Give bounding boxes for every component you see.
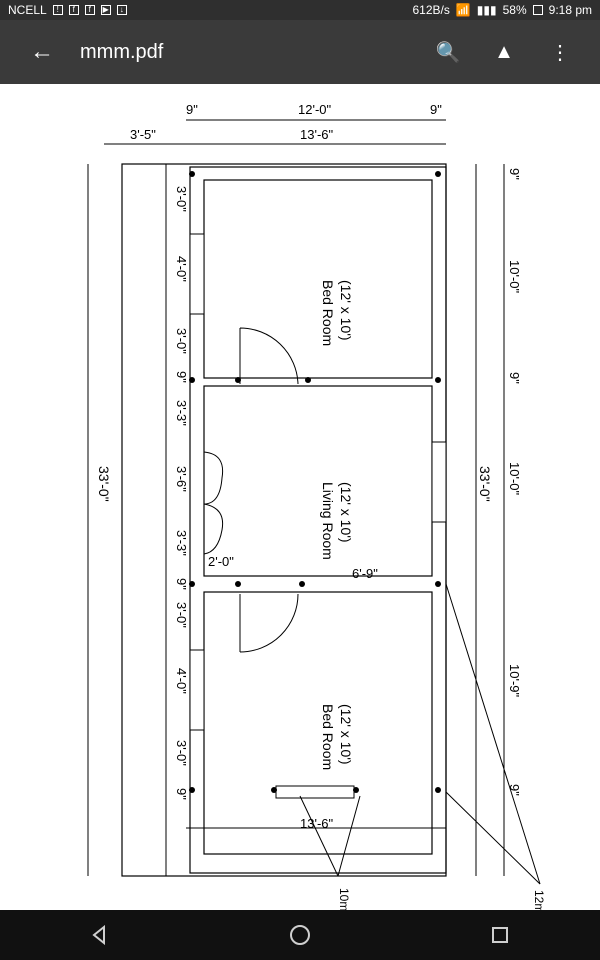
drive-add-icon[interactable]: ▲ — [494, 40, 514, 63]
room-name-top: Bed Room — [320, 280, 336, 346]
app-actions: 🔍 ▲ ⋮ — [434, 38, 574, 66]
window-left-top — [189, 233, 205, 315]
dim-top-left: 9" — [186, 102, 198, 117]
dim-bottom: 13'-6" — [300, 816, 334, 831]
door-top — [239, 327, 299, 385]
facebook-icon: f — [68, 5, 79, 15]
pdf-page: 9" 12'-0" 9" 13'-6" 3'-5" (12' x 10') Be… — [0, 84, 600, 923]
svg-text:9": 9" — [174, 371, 189, 383]
wifi-icon: 📶 — [455, 3, 471, 17]
note-12mm: 12mm — [532, 890, 546, 910]
net-speed: 612B/s — [412, 3, 450, 17]
svg-text:3'-3": 3'-3" — [174, 400, 189, 426]
battery-percent: 58% — [502, 3, 527, 17]
carrier: NCELL — [8, 3, 47, 17]
svg-text:9": 9" — [174, 788, 189, 800]
more-vert-icon[interactable]: ⋮ — [550, 41, 570, 64]
dim-top-center: 12'-0" — [298, 102, 332, 117]
room-name-bottom: Bed Room — [320, 704, 336, 770]
status-bar: NCELL ! f f ▶ ↓ 612B/s 📶 ▮▮▮ 58% 9:18 pm — [0, 0, 600, 20]
svg-text:3'-0": 3'-0" — [174, 328, 189, 354]
double-door — [203, 451, 224, 555]
window-right — [431, 441, 447, 523]
window-bottom — [275, 785, 355, 799]
svg-text:10'-0": 10'-0" — [507, 260, 522, 294]
bedroom-bottom — [203, 591, 433, 855]
search-icon[interactable]: 🔍 — [435, 41, 461, 64]
nav-home-icon[interactable] — [282, 917, 318, 953]
dim-door-width: 2'-0" — [208, 554, 234, 569]
dim-left-total: 33'-0" — [96, 466, 112, 502]
room-name-living: Living Room — [320, 482, 336, 560]
nav-back-icon[interactable] — [82, 917, 118, 953]
dim-right-total: 33'-0" — [477, 466, 493, 502]
outer-wall — [121, 163, 447, 877]
status-left: NCELL ! f f ▶ ↓ — [8, 3, 127, 17]
svg-text:3'-0": 3'-0" — [174, 740, 189, 766]
living-room — [203, 385, 433, 577]
back-arrow-icon[interactable]: ← — [30, 38, 54, 65]
window-left-bottom — [189, 649, 205, 731]
floor-plan: 9" 12'-0" 9" 13'-6" 3'-5" (12' x 10') Be… — [87, 102, 546, 923]
youtube-icon: ▶ — [100, 5, 111, 15]
nav-recent-icon[interactable] — [482, 917, 518, 953]
svg-text:3'-6": 3'-6" — [174, 466, 189, 492]
svg-text:9": 9" — [507, 784, 522, 796]
room-size-bottom: (12' x 10') — [338, 704, 354, 765]
svg-text:4'-0": 4'-0" — [174, 668, 189, 694]
svg-text:10'-0": 10'-0" — [507, 462, 522, 496]
app-bar: ← mmm.pdf 🔍 ▲ ⋮ — [0, 20, 600, 84]
svg-text:9": 9" — [507, 372, 522, 384]
system-nav-bar — [0, 910, 600, 960]
room-size-top: (12' x 10') — [338, 280, 354, 341]
svg-text:3'-0": 3'-0" — [174, 602, 189, 628]
svg-text:4'-0": 4'-0" — [174, 256, 189, 282]
note-10mm: 10mm — [337, 888, 351, 910]
download-icon: ↓ — [116, 5, 127, 15]
dim-partition: 6'-9" — [352, 566, 378, 581]
columns — [189, 171, 441, 793]
inner-wall — [189, 166, 447, 874]
dim-overall-width: 13'-6" — [300, 127, 334, 142]
bedroom-top — [203, 179, 433, 379]
warning-icon: ! — [52, 5, 63, 15]
svg-text:10'-9": 10'-9" — [507, 664, 522, 698]
svg-text:3'-0": 3'-0" — [174, 186, 189, 212]
document-title: mmm.pdf — [80, 40, 164, 63]
room-size-living: (12' x 10') — [338, 482, 354, 543]
signal-icon: ▮▮▮ — [476, 3, 497, 17]
battery-icon — [532, 5, 543, 15]
svg-text:3'-3": 3'-3" — [174, 530, 189, 556]
svg-text:9": 9" — [507, 168, 522, 180]
facebook-icon: f — [84, 5, 95, 15]
status-right: 612B/s 📶 ▮▮▮ 58% 9:18 pm — [412, 3, 592, 17]
dim-top-right: 9" — [430, 102, 442, 117]
svg-text:9": 9" — [174, 578, 189, 590]
door-bottom — [239, 593, 299, 653]
dim-left-offset: 3'-5" — [130, 127, 156, 142]
clock: 9:18 pm — [548, 3, 592, 17]
